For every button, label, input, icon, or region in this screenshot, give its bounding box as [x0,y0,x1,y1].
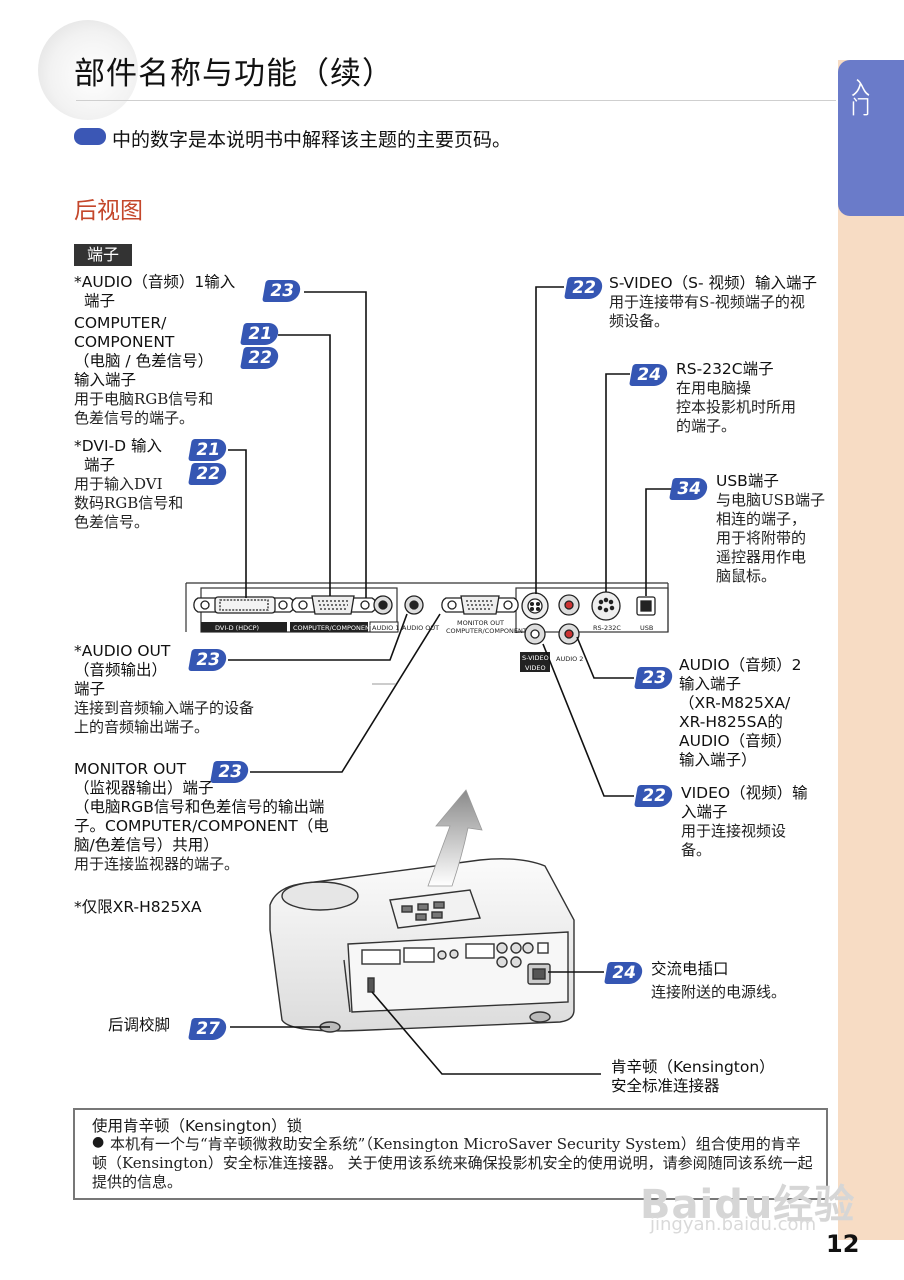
title-decoration [38,20,138,120]
panel-monitor-label-1: MONITOR OUT [457,619,504,627]
video-jack-icon [524,623,546,645]
model-footnote: *仅限XR-H825XA [74,898,202,916]
intro-note: 中的数字是本说明书中解释该主题的主要页码。 [112,129,512,151]
rs232c-port-icon [591,591,621,621]
panel-audio2-label: AUDIO 2 [556,655,583,663]
side-strip [838,60,904,1240]
dvi-port-icon [193,596,295,614]
monitor-out-label: MONITOR OUT （监视器输出）端子 （电脑RGB信号和色差信号的输出端 … [74,760,329,873]
panel-audio1-label: AUDIO 1 [372,624,399,632]
usb-port-icon [636,596,656,616]
note-box [73,1108,828,1200]
note-box-title: 使用肯辛顿（Kensington）锁 [92,1117,303,1135]
panel-computer-label: COMPUTER/COMPONENT [293,624,374,632]
computer-port-icon [291,595,377,615]
rs232c-label: RS-232C端子 在用电脑操 控本投影机时所用 的端子。 [676,360,797,435]
note-box-body: 本机有一个与“肯辛顿微救助安全系统”（Kensington MicroSaver… [92,1135,814,1192]
panel-svideo-label: S-VIDEO [522,654,549,662]
panel-rs232c-label: RS-232C [593,624,621,632]
terminal-tag: 端子 [74,244,132,266]
panel-usb-label: USB [640,624,653,632]
side-tab-label: 入门 [848,78,870,116]
page-number: 12 [826,1230,860,1258]
dvi-label: *DVI-D 输入 端子 用于输入DVI 数码RGB信号和 色差信号。 [74,437,184,531]
audio-out-label: *AUDIO OUT （音频输出） 端子 连接到音频输入端子的设备 上的音频输出… [74,642,255,736]
watermark-url: jingyan.baidu.com [650,1214,817,1235]
computer-label: COMPUTER/ COMPONENT （电脑 / 色差信号） 输入端子 用于电… [74,314,214,427]
usb-label: USB端子 与电脑USB端子 相连的端子， 用于将附带的 遥控器用作电 脑鼠标。 [716,472,825,585]
page-title: 部件名称与功能（续） [74,56,394,92]
note-box-body-text: 本机有一个与“肯辛顿微救助安全系统”（Kensington MicroSaver… [92,1135,813,1191]
audio2-label: AUDIO（音频）2 输入端子 （XR-M825XA/ XR-H825SA的 A… [679,656,802,769]
ac-inlet-label: 交流电插口 连接附送的电源线。 [651,960,787,1001]
video-label: VIDEO（视频）输 入端子 用于连接视频设 备。 [681,784,808,859]
leader-lines [228,286,672,1075]
bullet-icon: ● [92,1134,105,1150]
audio-out-jack-icon [404,595,424,615]
audio1-jack-icon [373,595,393,615]
svideo-label: S-VIDEO（S- 视频）输入端子 用于连接带有S-视频端子的视 频设备。 [609,274,817,330]
monitor-out-port-icon [441,595,519,615]
panel-audio-out-label: AUDIO OUT [402,624,439,632]
panel-dvi-label: DVI-D (HDCP) [215,624,259,632]
foot-label: 后调校脚 [108,1016,171,1034]
panel-monitor-label-2: COMPUTER/COMPONENT [446,627,527,635]
panel-video-label: VIDEO [525,664,546,672]
audio1-label: *AUDIO（音频）1输入 端子 [74,273,236,310]
audio2-jack-icon [558,594,580,645]
svideo-jack-icon [521,592,549,620]
kensington-label: 肯辛顿（Kensington） 安全标准连接器 [611,1058,775,1095]
watermark-logo: Baidu经验 [640,1182,856,1228]
page-ref-chip-icon [74,128,106,145]
rotate-arrow-icon [427,789,483,887]
title-divider [76,100,836,101]
projector-illustration [269,858,575,1033]
section-heading: 后视图 [74,198,143,224]
side-tab[interactable] [838,60,904,216]
